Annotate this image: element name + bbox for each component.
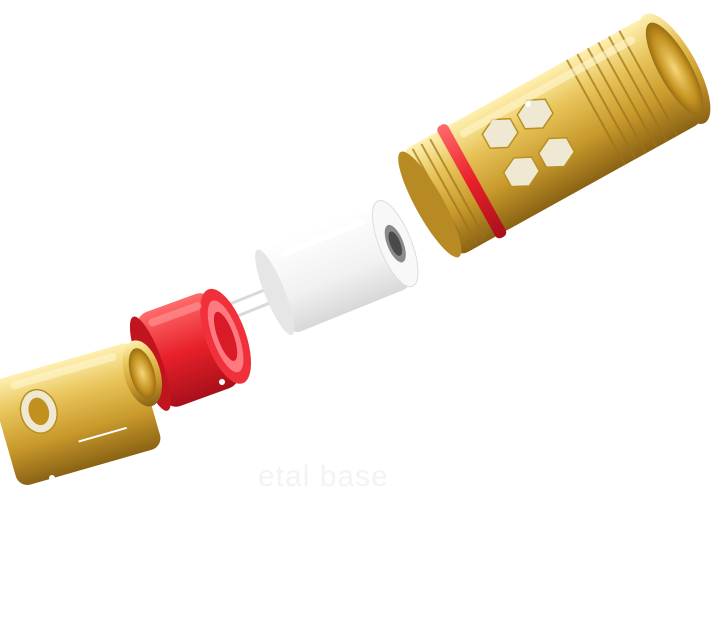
caption-text: etal base	[258, 460, 389, 493]
base-cap	[0, 340, 163, 485]
silicone-seal	[129, 288, 251, 411]
coil-head-housing	[398, 13, 711, 258]
o-ring	[437, 124, 507, 239]
